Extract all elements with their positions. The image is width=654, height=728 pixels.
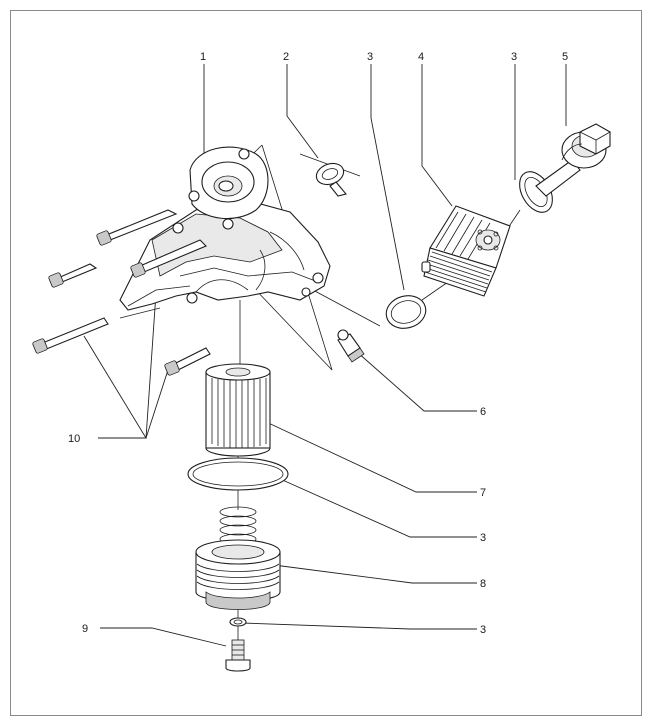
leader-6 xyxy=(356,351,477,412)
assembly-line-k xyxy=(119,307,161,319)
callout-5: 5 xyxy=(562,51,568,63)
part-1-filter-housing xyxy=(119,146,331,311)
callout-10: 10 xyxy=(68,433,80,445)
leader-10c xyxy=(145,369,169,439)
callout-6: 6 xyxy=(480,406,486,418)
bolt-long-lower xyxy=(32,317,109,354)
bolt-long-upper xyxy=(96,209,178,246)
callout-labels: 1 2 3 4 3 5 6 7 3 8 9 3 10 xyxy=(68,51,568,636)
cooler-fins xyxy=(424,211,493,293)
callout-9: 9 xyxy=(82,623,88,635)
callout-8: 8 xyxy=(480,578,486,590)
part-3-o-ring-large xyxy=(187,457,289,491)
bolt-short-mid xyxy=(48,263,98,288)
callout-3-d: 3 xyxy=(480,624,486,636)
bolt-long-mid xyxy=(130,239,207,278)
part-2-seal xyxy=(315,162,347,197)
leader-10 xyxy=(83,335,147,439)
callout-3-c: 3 xyxy=(480,532,486,544)
leader-3d xyxy=(241,622,477,630)
leader-3c xyxy=(277,477,477,538)
part-6-valve xyxy=(337,329,365,363)
part-5-cap xyxy=(535,123,611,197)
callout-2: 2 xyxy=(283,51,289,63)
assembly-line-e xyxy=(312,289,381,327)
leader-3a xyxy=(370,64,405,291)
callout-3-a: 3 xyxy=(367,51,373,63)
assembly-line-f xyxy=(421,281,449,301)
leader-2 xyxy=(286,64,319,159)
leader-7 xyxy=(261,419,477,493)
leader-4 xyxy=(421,64,453,207)
part-3-washer xyxy=(229,617,247,627)
part-7-filter-element xyxy=(205,363,271,457)
part-3-o-ring-upper xyxy=(385,295,427,329)
part-8-filter-cap xyxy=(195,506,281,610)
callout-7: 7 xyxy=(480,487,486,499)
callout-3-b: 3 xyxy=(511,51,517,63)
part-4-oil-cooler xyxy=(421,205,511,297)
diagram-frame xyxy=(10,10,642,716)
part-10-bolts xyxy=(32,209,211,376)
callout-4: 4 xyxy=(418,51,424,63)
callout-1: 1 xyxy=(200,51,206,63)
bolt-short-lower xyxy=(164,347,211,376)
part-9-drain-plug xyxy=(225,639,251,672)
leader-lines xyxy=(83,64,567,650)
filter-pleats xyxy=(211,378,267,448)
leader-9 xyxy=(100,627,227,647)
cap-threads xyxy=(196,563,280,590)
leader-8 xyxy=(273,564,477,584)
